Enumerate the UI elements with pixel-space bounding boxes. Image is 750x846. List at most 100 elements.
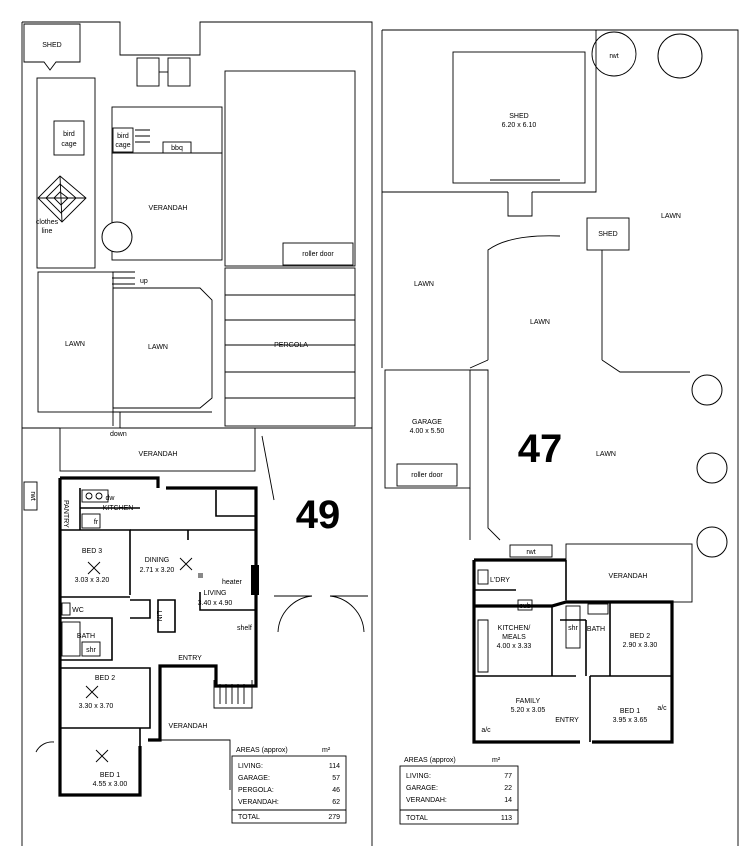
area-total-label-47: TOTAL	[406, 815, 428, 822]
linen-label: LIN	[155, 611, 162, 622]
bird-cage	[53, 120, 85, 156]
side-gate	[35, 741, 55, 753]
meals-label-47: MEALS	[502, 634, 526, 641]
shr-label: shr	[86, 647, 96, 654]
rwt-label-47: rwt	[526, 549, 535, 556]
area-row-label: GARAGE:	[238, 775, 270, 782]
boundary-49	[21, 21, 373, 846]
entry-label: ENTRY	[178, 655, 202, 662]
kitchen-label-47: KITCHEN/	[498, 625, 531, 632]
verandah-side-label: VERANDAH	[169, 723, 208, 730]
bathtub-icon-47	[565, 605, 581, 649]
rwt-tank	[23, 481, 38, 511]
family-label: FAMILY	[516, 698, 541, 705]
path-47	[469, 369, 501, 541]
bathtub-icon	[61, 621, 81, 657]
house-47	[472, 558, 674, 744]
area-row-value: 77	[504, 773, 512, 780]
pergola-label: PERGOLA	[274, 342, 308, 349]
driveway	[469, 235, 690, 373]
area-row-value: 14	[504, 797, 512, 804]
lawn-path-label: LAWN	[530, 319, 550, 326]
area-row-value: 46	[332, 787, 340, 794]
verandah-47-label: VERANDAH	[609, 573, 648, 580]
lawn-mid	[112, 287, 213, 409]
areas-unit-47: m²	[492, 757, 501, 764]
entry-label-47: ENTRY	[555, 717, 579, 724]
roller-door-label: roller door	[302, 251, 334, 258]
roller-door-label-47: roller door	[411, 472, 443, 479]
lot-number-49: 49	[296, 493, 341, 537]
kitchen-bench	[81, 489, 109, 503]
bird-cage-small	[112, 127, 134, 153]
bed1-label-47: BED 1	[620, 708, 640, 715]
areas-unit: m²	[322, 747, 331, 754]
shed-49	[23, 23, 81, 71]
bed2-label-47: BED 2	[630, 633, 650, 640]
area-row-label: LIVING:	[406, 773, 431, 780]
area-row-label: VERANDAH:	[406, 797, 447, 804]
kitchen-bench-47	[477, 619, 489, 673]
area-total-value-47: 113	[501, 815, 512, 822]
ceiling-fan-icon	[85, 685, 99, 699]
shed-big	[452, 51, 586, 184]
tree-icon	[101, 221, 133, 253]
bed1-size-47: 3.95 x 3.65	[613, 717, 648, 724]
up-label: up	[140, 278, 148, 285]
shed-small	[586, 217, 630, 251]
area-row-label: LIVING:	[238, 763, 263, 770]
house-49	[58, 476, 258, 797]
verandah-top	[59, 427, 256, 472]
shed-big-size: 6.20 x 6.10	[502, 122, 537, 129]
pantry-label: PANTRY	[62, 500, 69, 528]
tree-icon	[696, 526, 728, 558]
ac-label-1: a/c	[481, 727, 491, 734]
living-label: LIVING	[204, 590, 227, 597]
power-point-icon	[198, 573, 203, 578]
heater-label: heater	[222, 579, 243, 586]
garage-47	[384, 369, 471, 489]
pergola	[224, 267, 356, 427]
verandah-47	[565, 543, 693, 603]
lawn-left-label: LAWN	[65, 341, 85, 348]
cub-label: cub	[519, 603, 530, 610]
kitchen-label: KITCHEN	[103, 505, 134, 512]
clothes-line	[37, 175, 87, 223]
front-gate	[261, 435, 368, 633]
areas-heading-47: AREAS (approx)	[404, 757, 456, 764]
heater-icon	[251, 565, 259, 595]
fr-label: fr	[94, 519, 99, 526]
area-row-label: VERANDAH:	[238, 799, 279, 806]
garage-size: 4.00 x 5.50	[410, 428, 445, 435]
bath-label-47: BATH	[587, 626, 605, 633]
shed-step	[507, 192, 533, 217]
steps	[135, 129, 150, 143]
rwt-round-label: rwt	[609, 53, 618, 60]
down-label: down	[110, 431, 127, 438]
tree-icon	[691, 374, 723, 406]
bed2-size-47: 2.90 x 3.30	[623, 642, 658, 649]
boundary-47	[381, 29, 739, 846]
front-steps	[213, 680, 253, 709]
bbq-label: bbq	[171, 145, 183, 152]
bed2-label: BED 2	[95, 675, 115, 682]
paver	[167, 57, 191, 87]
roller-door-47	[396, 463, 458, 487]
area-row-label: PERGOLA:	[238, 787, 274, 794]
shed-big-label: SHED	[509, 113, 528, 120]
area-row-label: GARAGE:	[406, 785, 438, 792]
hob-burner	[85, 492, 93, 500]
paver	[136, 57, 160, 87]
bed3-label: BED 3	[82, 548, 102, 555]
family-size: 5.20 x 3.05	[511, 707, 546, 714]
bed3-size: 3.03 x 3.20	[75, 577, 110, 584]
shower-icon	[81, 641, 101, 657]
plan-49: SHED bird cage clothes line bird cage bb…	[21, 21, 373, 846]
verandah-side-outline	[160, 739, 231, 790]
garage-49	[224, 70, 356, 267]
verandah-rear	[111, 152, 223, 261]
roller-door	[282, 242, 354, 266]
kitchen-size-47: 4.00 x 3.33	[497, 643, 532, 650]
